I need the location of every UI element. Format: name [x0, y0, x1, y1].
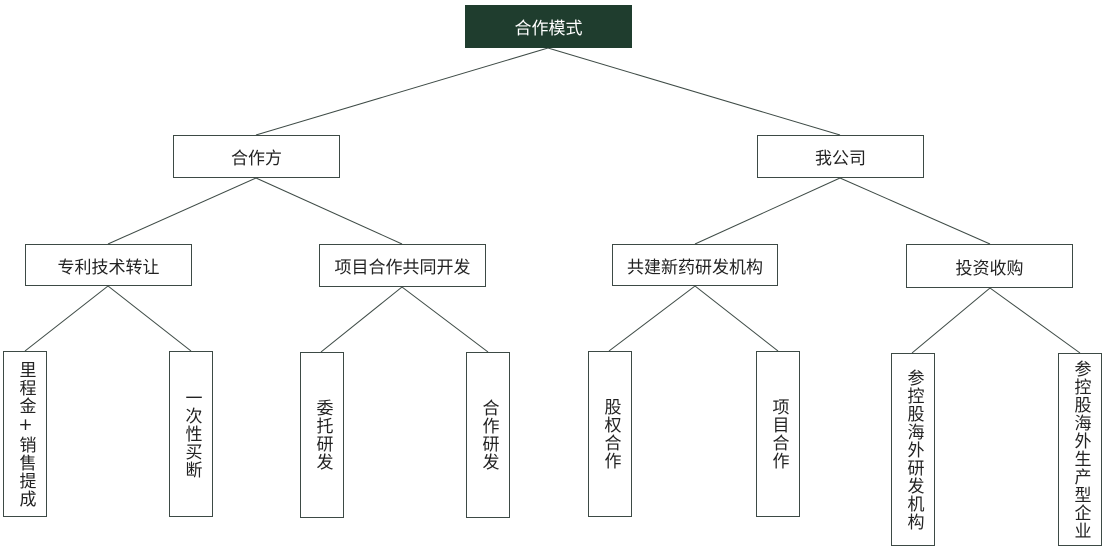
connector [24, 285, 109, 352]
node-milestone-royalty: 里程金+销售提成 [3, 351, 47, 517]
connector [911, 287, 991, 354]
connector [694, 285, 779, 352]
node-patent-transfer: 专利技术转让 [25, 244, 192, 286]
connector [107, 285, 192, 352]
node-overseas-manufacturer-stake: 参控股海外生产型企业 [1058, 353, 1102, 546]
node-cooperative-rnd: 合作研发 [466, 352, 510, 518]
connector [255, 177, 403, 245]
node-equity-cooperation: 股权合作 [588, 351, 632, 517]
connector [401, 286, 489, 353]
root-node: 合作模式 [465, 5, 632, 48]
node-our-company: 我公司 [757, 135, 924, 178]
connector [107, 177, 257, 245]
node-joint-rnd-institution: 共建新药研发机构 [612, 244, 778, 286]
node-commissioned-rnd: 委托研发 [300, 352, 344, 518]
node-investment-acquisition: 投资收购 [906, 244, 1073, 288]
node-joint-development: 项目合作共同开发 [319, 244, 486, 287]
connector [320, 286, 403, 353]
connector [547, 47, 841, 136]
node-project-cooperation: 项目合作 [756, 351, 800, 517]
node-partner: 合作方 [173, 135, 340, 178]
connector [694, 177, 841, 245]
connector [989, 287, 1081, 354]
node-one-time-buyout: 一次性买断 [169, 351, 213, 517]
connector [255, 47, 549, 136]
node-overseas-rnd-stake: 参控股海外研发机构 [891, 353, 935, 546]
connector [839, 177, 991, 245]
connector [608, 285, 696, 352]
